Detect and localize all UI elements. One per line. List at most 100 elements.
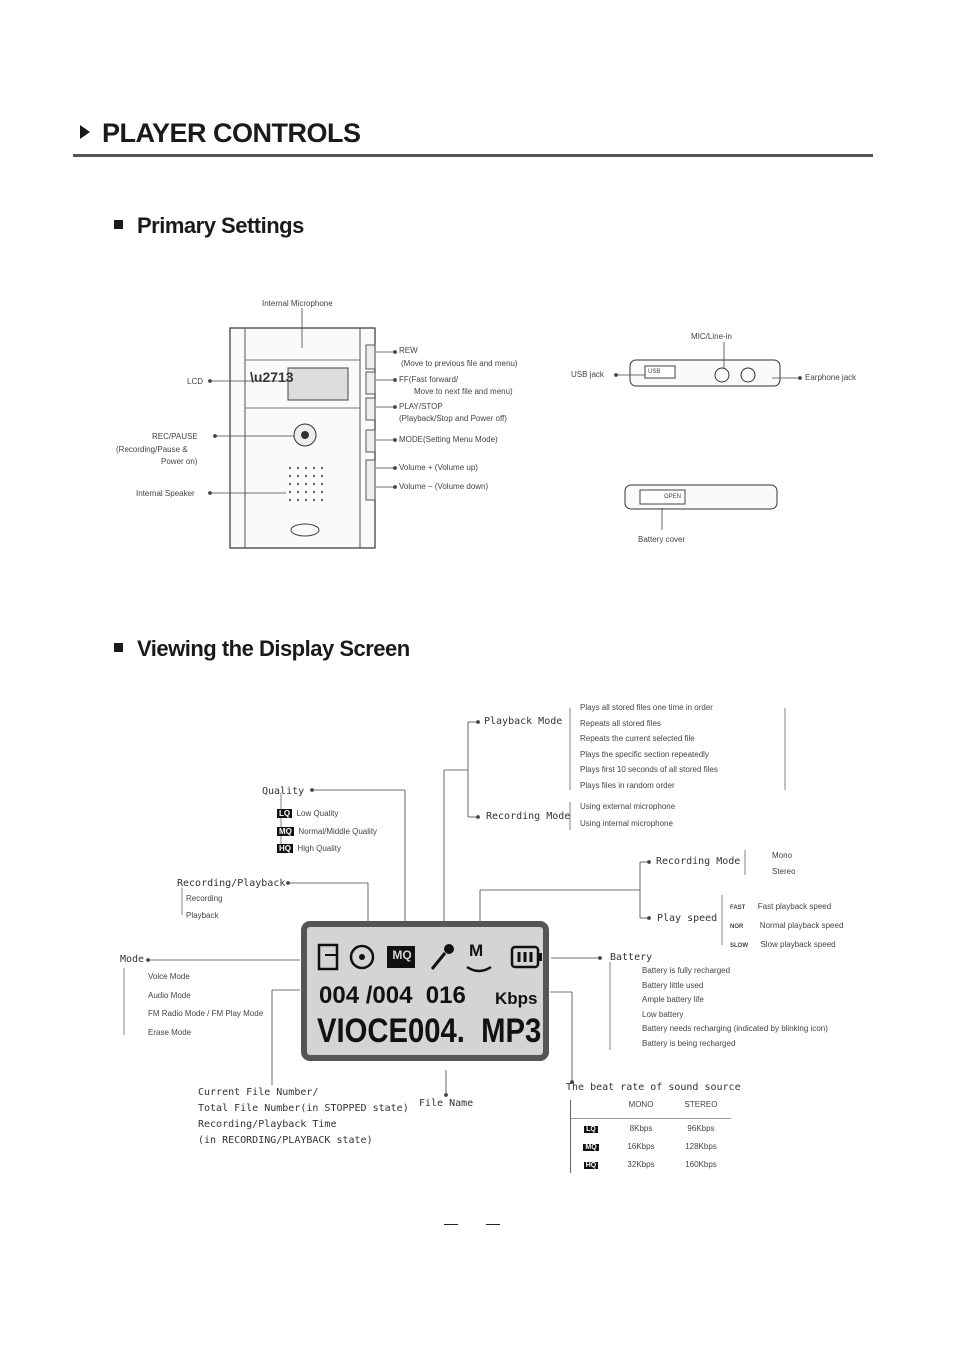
rew-label: REW: [399, 346, 418, 355]
mic-line-in-label: MIC/Line-in: [691, 332, 732, 341]
battery-item: Battery is being recharged: [642, 1038, 736, 1048]
table-row: HQ 32Kbps 160Kbps: [583, 1159, 717, 1169]
recording-mode-label: Recording Mode: [486, 811, 571, 822]
playback-item: Repeats all stored files: [580, 718, 661, 728]
playback-item: Plays all stored files one time in order: [580, 703, 713, 712]
recording-mode-list: Using external microphone Using internal…: [580, 802, 675, 836]
lcd-icon-row: [317, 943, 542, 973]
battery-full-icon: [510, 945, 542, 969]
page-number-mark: [444, 1224, 458, 1225]
fm-mode-item: FM Radio Mode / FM Play Mode: [148, 1009, 264, 1018]
stereo-label: Stereo: [772, 867, 796, 876]
device-diagram: \u2713: [208, 308, 802, 549]
playback-item: Plays the specific section repeatedly: [580, 749, 709, 759]
file-name-label: File Name: [419, 1098, 474, 1109]
playback-item: Plays files in random order: [580, 780, 675, 790]
ff-label: FF(Fast forward/: [399, 375, 459, 384]
recording-mode-item: Using internal microphone: [580, 819, 673, 828]
microphone-icon: [430, 944, 454, 970]
voice-mode-icon: [317, 943, 339, 971]
slow-tag: SLOW: [730, 943, 748, 949]
quality-item: LQ Low Quality: [277, 809, 339, 818]
internal-speaker-label: Internal Speaker: [136, 489, 195, 498]
playback-mode-list: Plays all stored files one time in order…: [580, 703, 718, 796]
erase-mode-item: Erase Mode: [148, 1027, 192, 1037]
quality-item: HQ High Quality: [277, 844, 342, 853]
battery-item: Battery little used: [642, 980, 704, 990]
lq-badge: LQ: [277, 809, 293, 818]
audio-mode-item: Audio Mode: [148, 990, 191, 1000]
bitrate-table: MONO STEREO LQ 8Kbps 96Kbps MQ 16Kbps 12…: [570, 1100, 731, 1173]
voice-mode-item: Voice Mode: [148, 972, 190, 981]
quality-list: LQ Low Quality MQ Normal/Middle Quality …: [277, 803, 377, 856]
square-bullet-icon: [114, 220, 123, 229]
lcd-file-name: VIOCE004. MP3: [317, 1012, 542, 1050]
playback-item: Playback: [186, 911, 219, 920]
display-heading: Viewing the Display Screen: [114, 636, 410, 662]
svg-text:\u2713: \u2713: [250, 369, 294, 385]
lcd-label: LCD: [187, 377, 204, 386]
fast-tag: FAST: [730, 905, 746, 911]
file-number-notes: Current File Number/ Total File Number(i…: [198, 1087, 409, 1146]
rec-play-list: Recording Playback: [186, 894, 222, 928]
open-label: OPEN: [664, 494, 682, 500]
rec-play-label: Recording/Playback: [177, 878, 286, 889]
normal-tag: NOR: [730, 924, 744, 930]
usb-port-label: USB: [648, 369, 661, 375]
mode-list: Voice Mode Audio Mode FM Radio Mode / FM…: [132, 972, 263, 1046]
title-rule: [73, 154, 873, 157]
rec-pause-desc2: Power on): [161, 457, 198, 466]
page-number-mark: [486, 1224, 500, 1225]
triangle-bullet-icon: [80, 125, 90, 139]
recording-item: Recording: [186, 894, 223, 903]
lcd-kbps: Kbps: [495, 989, 538, 1008]
hq-badge: HQ: [277, 844, 293, 853]
lcd-file-number: 004 /004 016: [319, 982, 466, 1009]
square-bullet-icon: [114, 643, 123, 652]
mq-badge: MQ: [392, 948, 412, 962]
mono-label: Mono: [772, 851, 793, 860]
recording-mode-right-label: Recording Mode: [656, 856, 741, 867]
play-stop-label: PLAY/STOP: [399, 402, 443, 411]
primary-settings-heading: Primary Settings: [114, 213, 304, 239]
rec-pause-desc: (Recording/Pause &: [116, 445, 188, 454]
battery-item: Battery needs recharging (indicated by b…: [642, 1024, 828, 1033]
mode-label: Mode: [120, 954, 145, 965]
mono-mode-icon: [466, 965, 492, 973]
playback-mode-label: Playback Mode: [484, 716, 563, 727]
battery-item: Battery is fully recharged: [642, 966, 731, 975]
page-title: PLAYER CONTROLS: [80, 118, 361, 149]
ff-desc: Move to next file and menu): [414, 387, 513, 396]
rew-desc: (Move to previous file and menu): [401, 359, 518, 368]
quality-mq-icon: [387, 946, 415, 968]
battery-item: Ample battery life: [642, 995, 704, 1004]
battery-label: Battery: [610, 952, 653, 963]
bitrate-title: The beat rate of sound source: [566, 1082, 741, 1093]
play-speed-label: Play speed: [657, 913, 718, 924]
table-row: LQ 8Kbps 96Kbps: [584, 1123, 715, 1133]
play-speed-list: FAST Fast playback speed NOR Normal play…: [730, 902, 844, 949]
volume-down-label: Volume − (Volume down): [399, 482, 489, 491]
battery-list: Battery is fully recharged Battery littl…: [624, 966, 828, 1053]
play-stop-desc: (Playback/Stop and Power off): [399, 414, 507, 423]
rec-pause-label: REC/PAUSE: [152, 432, 198, 441]
quality-item: MQ Normal/Middle Quality: [277, 826, 378, 836]
playback-item: Repeats the current selected file: [580, 734, 695, 743]
mode-label: MODE(Setting Menu Mode): [399, 435, 498, 444]
recording-mode-item: Using external microphone: [580, 802, 676, 811]
playback-item: Plays first 10 seconds of all stored fil…: [580, 765, 718, 774]
table-header: MONO STEREO: [571, 1100, 731, 1119]
display-connectors: [123, 708, 786, 1097]
volume-up-label: Volume + (Volume up): [399, 463, 478, 472]
mq-badge-small: MQ: [277, 826, 294, 836]
lcd-screen: MQ M 004 /004 016 Kbps VIOCE004. MP3: [301, 921, 549, 1061]
earphone-jack-label: Earphone jack: [805, 373, 857, 382]
usb-jack-label: USB jack: [571, 370, 604, 379]
recording-icon: [349, 944, 375, 970]
m-badge: M: [469, 941, 484, 960]
battery-cover-label: Battery cover: [638, 535, 686, 544]
table-row: MQ 16Kbps 128Kbps: [583, 1141, 717, 1151]
internal-microphone-label: Internal Microphone: [262, 299, 333, 308]
quality-label: Quality: [262, 786, 305, 797]
battery-item: Low battery: [642, 1009, 684, 1019]
